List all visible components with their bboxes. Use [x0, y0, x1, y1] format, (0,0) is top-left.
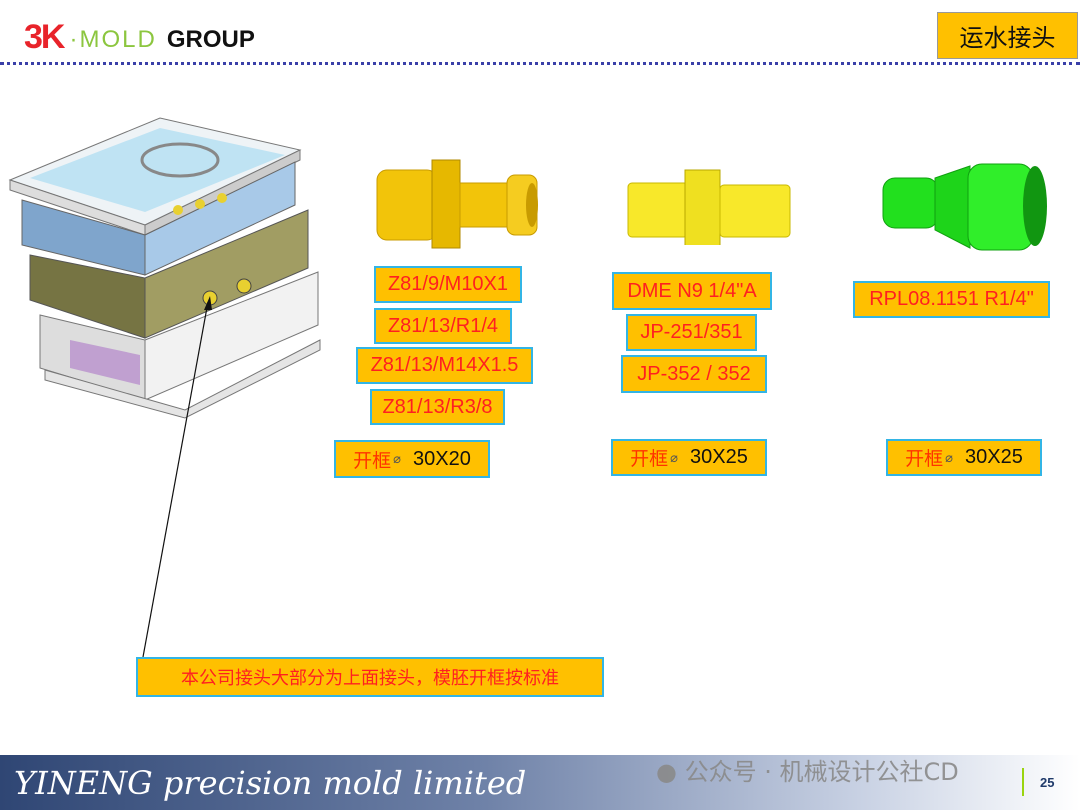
model-label: RPL08.1151 R1/4" — [853, 281, 1050, 318]
green-coupling-image — [882, 163, 1047, 251]
diameter-icon: ⌀ — [393, 451, 401, 466]
frame-size-label: 开框⌀ 30X25 — [886, 439, 1042, 476]
page-number-divider — [1022, 768, 1024, 796]
logo-group: GROUP — [166, 26, 255, 53]
frame-size: 30X20 — [413, 447, 471, 470]
frame-size-label: 开框⌀ 30X25 — [611, 439, 767, 476]
slide-title: 运水接头 — [937, 12, 1078, 59]
yellow-coupling-image — [376, 159, 538, 249]
model-label: Z81/13/R3/8 — [370, 389, 505, 425]
footer-bar — [0, 755, 1080, 810]
diameter-icon: ⌀ — [670, 449, 678, 465]
watermark-text: 公众号 · 机械设计公社CD — [684, 758, 959, 786]
mold-illustration — [8, 117, 321, 419]
frame-text: 开框 — [905, 448, 944, 470]
model-label: JP-251/351 — [626, 314, 757, 351]
logo-3k: 3K — [24, 18, 65, 56]
logo-mold: ·MOLD — [69, 26, 157, 53]
model-label: Z81/9/M10X1 — [374, 266, 522, 303]
frame-size: 30X25 — [965, 446, 1023, 468]
model-label: DME N9 1/4"A — [612, 272, 772, 310]
model-label: Z81/13/R1/4 — [374, 308, 512, 344]
watermark: ● 公众号 · 机械设计公社CD — [656, 752, 959, 787]
frame-size-label: 开框⌀ 30X20 — [334, 440, 490, 478]
frame-size: 30X25 — [690, 446, 748, 468]
dme-coupling-image — [627, 169, 791, 245]
footer-company: YINENG precision mold limited — [14, 764, 527, 802]
page-number: 25 — [1040, 775, 1055, 790]
model-label: JP-352 / 352 — [621, 355, 767, 393]
callout-note: 本公司接头大部分为上面接头，模胚开框按标准 — [136, 657, 604, 697]
frame-text: 开框 — [630, 448, 669, 470]
frame-text: 开框 — [353, 449, 392, 472]
diameter-icon: ⌀ — [945, 449, 953, 465]
model-label: Z81/13/M14X1.5 — [356, 347, 533, 384]
wechat-icon: ● — [656, 758, 677, 786]
company-logo: 3K ·MOLD GROUP — [24, 18, 255, 56]
header-divider — [0, 62, 1080, 65]
